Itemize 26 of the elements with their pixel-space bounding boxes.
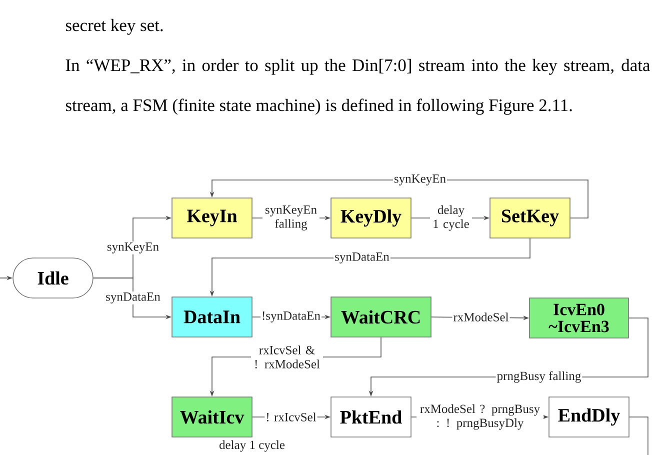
paragraph-text: In “WEP_RX”, in order to split up the Din[7:0] stream into the key stream, data stream, a FSM (finite state machine) is defined in following Figure 2.11. [66,58,650,115]
edge-label: synDataEn [334,252,390,264]
paragraph-text: secret key set. [66,18,163,35]
edge-label: synKeyEn falling [262,204,320,232]
state-box: DataIn [172,296,252,338]
edge-label: prngBusy falling [496,370,582,384]
state-box: EndDly [548,396,630,438]
state-box: WaitIcv [172,396,252,438]
edge-label: rxModeSel [452,312,510,322]
edge-label: synKeyEn [392,174,448,186]
state-box: KeyDly [330,198,412,238]
state-box: KeyIn [172,198,252,238]
edge-label: delay 1 cycle [430,204,472,232]
state-box: PktEnd [330,396,412,438]
edge-label: synDataEn [104,292,162,304]
transition-label: delay 1 cycle [220,440,285,452]
edge-label: rxModeSel ? prngBusy : ! prngBusyDly [416,403,544,431]
edge-label: rxIcvSel & ! rxModeSel [251,344,323,370]
edge-label: !synDataEn [260,310,322,324]
state-box: IcvEn0 ~IcvEn3 [529,298,629,338]
edge-label: ! rxIcvSel [264,412,318,422]
connector-line [629,416,648,455]
state-box: SetKey [490,198,570,238]
state-box: WaitCRC [330,296,432,338]
edge-label: synKeyEn [106,242,160,254]
rounded-state-box: Idle [12,258,94,298]
